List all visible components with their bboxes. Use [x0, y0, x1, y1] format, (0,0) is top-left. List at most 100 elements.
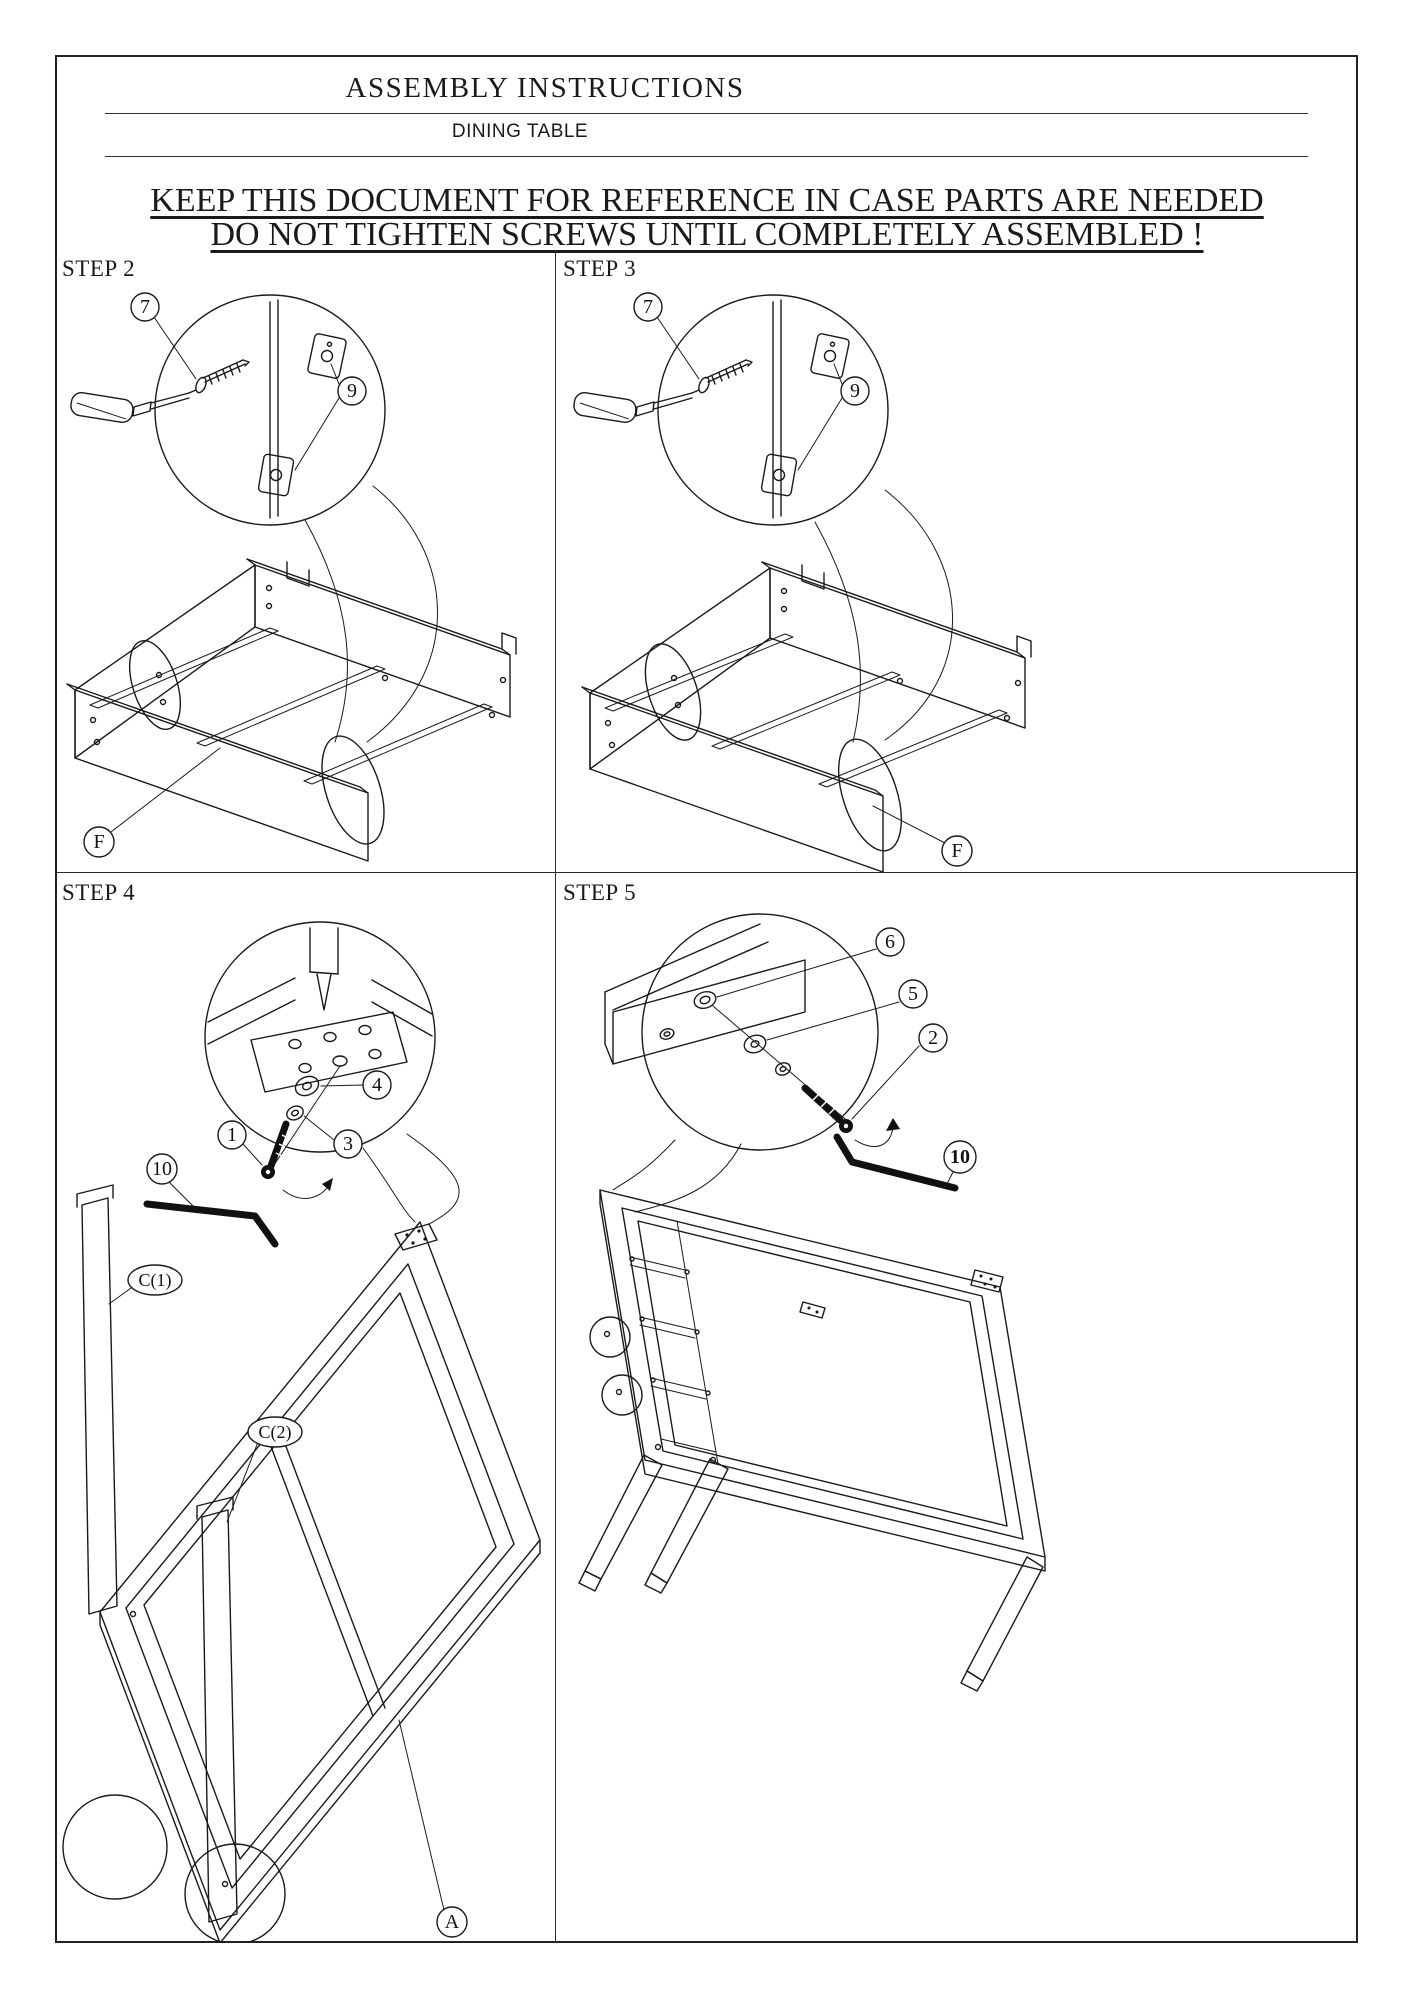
step4-magnifier-detail — [204, 921, 436, 1175]
callout-6: 6 — [716, 927, 905, 998]
svg-text:10: 10 — [950, 1146, 970, 1168]
screwdriver-icon — [573, 389, 700, 423]
allen-key-icon — [833, 1133, 959, 1192]
step5-table — [578, 1139, 1046, 1692]
zoom-circle — [657, 294, 889, 526]
attachment-detail-circle — [589, 1316, 631, 1358]
callout-3: 3 — [303, 1115, 363, 1159]
svg-text:7: 7 — [643, 296, 653, 318]
spring-washer-icon — [286, 1105, 304, 1121]
corner-bracket-plate — [250, 1011, 408, 1093]
bolt-icon — [801, 1084, 853, 1133]
callout-F: F — [872, 805, 973, 867]
zoom-circle — [641, 913, 879, 1151]
svg-text:3: 3 — [343, 1133, 353, 1155]
table-leg — [578, 1454, 663, 1592]
svg-text:C(2): C(2) — [259, 1422, 292, 1443]
callout-9: 9 — [294, 363, 367, 471]
table-leg-c1 — [76, 1184, 118, 1615]
svg-text:10: 10 — [152, 1158, 172, 1180]
step2-label: STEP 2 — [62, 256, 136, 281]
insert-nut-icon — [693, 990, 717, 1010]
callout-7: 7 — [130, 292, 197, 380]
callout-10: 10 — [146, 1153, 194, 1207]
step2-diagram: 7 9 F — [66, 292, 517, 862]
svg-text:7: 7 — [140, 296, 150, 318]
step3-label: STEP 3 — [563, 256, 637, 281]
page-border — [55, 55, 1358, 1943]
svg-text:A: A — [445, 1911, 460, 1933]
attachment-detail-circle — [601, 1374, 643, 1416]
cross-rails — [89, 627, 493, 785]
title-rule — [105, 113, 1308, 114]
zoom-circle — [154, 294, 386, 526]
leg-base-detail-circle — [62, 1794, 168, 1900]
step2-apron-frame — [66, 485, 517, 862]
svg-text:9: 9 — [850, 380, 860, 402]
lower-bracket-icon — [257, 453, 295, 497]
corner-bracket-on-table — [970, 1269, 1004, 1293]
svg-text:1: 1 — [227, 1124, 237, 1146]
zoom-circle — [204, 921, 436, 1153]
callout-10: 10 — [943, 1140, 977, 1185]
ring-washer-icon — [774, 1062, 792, 1076]
step4-diagram: 1 3 4 10 C(1) C(2) A — [62, 921, 541, 1943]
tabletop-outline — [599, 1189, 1046, 1558]
step4-table — [62, 1133, 541, 1943]
step3-apron-frame — [581, 489, 1032, 872]
page-subtitle: DINING TABLE — [451, 121, 589, 142]
table-leg — [644, 1458, 729, 1594]
pilot-hole-icon — [659, 1028, 675, 1040]
step5-diagram: 6 5 2 10 — [578, 913, 1046, 1692]
warning-keep-document: KEEP THIS DOCUMENT FOR REFERENCE IN CASE… — [150, 182, 1264, 219]
callout-9: 9 — [797, 363, 870, 471]
table-leg — [960, 1556, 1044, 1692]
warning-do-not-tighten: DO NOT TIGHTEN SCREWS UNTIL COMPLETELY A… — [210, 216, 1204, 253]
screw-icon — [195, 359, 250, 394]
allen-key-icon — [143, 1200, 279, 1248]
svg-text:2: 2 — [928, 1027, 938, 1049]
turn-arrow-icon — [282, 1178, 333, 1199]
leg-base-detail-circle — [184, 1843, 286, 1943]
turn-arrow-icon — [854, 1118, 900, 1148]
lower-bracket-icon — [760, 453, 798, 497]
flat-washer-icon — [294, 1075, 320, 1097]
callout-1: 1 — [217, 1120, 263, 1166]
step3-diagram: 7 9 F — [573, 292, 1032, 872]
svg-text:4: 4 — [372, 1074, 382, 1096]
leg-tenon — [316, 973, 332, 1011]
step3-magnifier-detail — [573, 294, 889, 526]
svg-text:C(1): C(1) — [139, 1270, 172, 1291]
step2-magnifier-detail — [70, 294, 386, 526]
callout-5: 5 — [766, 979, 928, 1041]
svg-text:9: 9 — [347, 380, 357, 402]
quadrant-divider-vertical — [555, 250, 556, 1943]
svg-text:6: 6 — [885, 931, 895, 953]
callout-F: F — [83, 747, 221, 858]
callout-2: 2 — [851, 1023, 948, 1120]
page-title: ASSEMBLY INSTRUCTIONS — [345, 72, 745, 104]
screwdriver-icon — [70, 389, 197, 423]
svg-text:F: F — [93, 831, 104, 853]
cross-rail-ladder — [629, 1220, 719, 1465]
table-leg-c2 — [196, 1496, 238, 1923]
svg-text:5: 5 — [908, 983, 918, 1005]
mounting-plate — [799, 1301, 826, 1319]
subtitle-rule — [105, 156, 1308, 157]
screw-icon — [698, 359, 753, 394]
callout-4: 4 — [320, 1070, 392, 1100]
upper-bracket-icon — [810, 333, 850, 379]
upper-bracket-icon — [307, 333, 347, 379]
bolt-icon — [261, 1120, 290, 1179]
callout-C2: C(2) — [226, 1416, 303, 1523]
callout-A: A — [398, 1719, 468, 1938]
tabletop-outline — [99, 1221, 541, 1931]
step4-label: STEP 4 — [62, 880, 136, 905]
quadrant-divider-horizontal — [55, 872, 1358, 873]
callout-7: 7 — [633, 292, 700, 380]
cross-rails — [604, 633, 1008, 788]
callout-C1: C(1) — [108, 1264, 183, 1305]
svg-text:F: F — [951, 840, 962, 862]
washer-icon — [743, 1034, 767, 1054]
